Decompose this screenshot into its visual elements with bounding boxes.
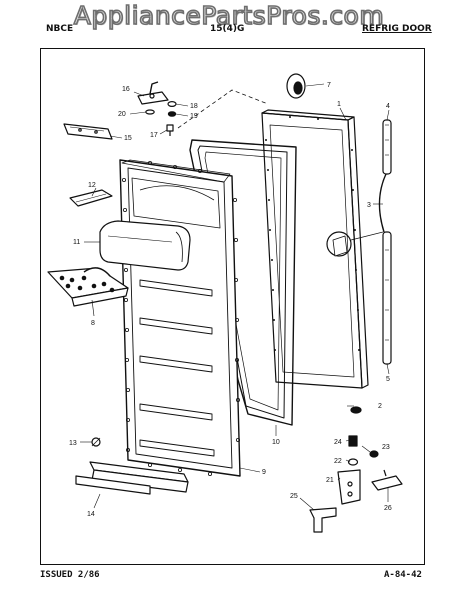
- callout-11: 11: [73, 239, 80, 246]
- door-stop-2: [350, 406, 362, 414]
- bottom-hinge-21: [337, 469, 361, 505]
- callout-8: 8: [91, 320, 95, 327]
- egg-shelf: [47, 267, 129, 307]
- dairy-tray: [69, 189, 113, 207]
- bracket-25: [309, 507, 337, 533]
- hinge-plate-26: [371, 469, 403, 491]
- callout-1: 1: [337, 101, 341, 108]
- header-model-center: 15(4)G: [210, 24, 245, 34]
- footer-code: A-84-42: [384, 570, 422, 580]
- door-gasket: [189, 139, 297, 426]
- header-section-title: REFRIG DOOR: [362, 24, 432, 34]
- callout-21: 21: [326, 477, 334, 484]
- callout-10: 10: [272, 439, 280, 446]
- callout-19: 19: [190, 113, 198, 120]
- door-handle-3: [378, 173, 387, 233]
- top-hinge: [137, 81, 169, 105]
- callout-14: 14: [87, 511, 95, 518]
- door-closure-13: [91, 437, 101, 447]
- hinge-washer-18: [167, 100, 177, 107]
- inner-door-liner: [119, 159, 241, 477]
- callout-2: 2: [378, 403, 382, 410]
- callout-17: 17: [150, 132, 158, 139]
- hinge-pin-24: [348, 435, 358, 447]
- door-handle-bottom-5: [382, 231, 392, 365]
- callout-22: 22: [334, 458, 342, 465]
- door-bottom-trim-14: [75, 461, 189, 495]
- callout-26: 26: [384, 505, 392, 512]
- butter-compartment-door: [99, 220, 191, 271]
- hinge-shim-20: [145, 109, 155, 115]
- callout-5: 5: [386, 376, 390, 383]
- hinge-nut-19: [167, 111, 177, 117]
- callout-23: 23: [382, 444, 390, 451]
- handle-detail-circle: [326, 231, 352, 257]
- callout-9: 9: [262, 469, 266, 476]
- door-handle-top-4: [382, 119, 392, 175]
- callout-3a: 3: [367, 202, 371, 209]
- bushing-22: [347, 458, 359, 466]
- callout-13: 13: [69, 440, 77, 447]
- callout-15: 15: [124, 135, 132, 142]
- hinge-screw-17: [166, 124, 174, 136]
- washer-23: [369, 450, 379, 458]
- footer-issued: ISSUED 2/86: [40, 570, 100, 580]
- header-model-left: NBCE: [46, 24, 74, 34]
- handle-cap: [286, 73, 306, 99]
- callout-24: 24: [334, 439, 342, 446]
- callout-25: 25: [290, 493, 298, 500]
- watermark: AppliancePartsPros.com: [73, 0, 385, 31]
- callout-18: 18: [190, 103, 198, 110]
- diagram-frame: [40, 48, 425, 565]
- top-hinge-bracket: [63, 123, 113, 140]
- callout-4: 4: [386, 103, 390, 110]
- callout-12: 12: [88, 182, 96, 189]
- callout-16: 16: [122, 86, 130, 93]
- callout-7: 7: [327, 82, 331, 89]
- callout-20: 20: [118, 111, 126, 118]
